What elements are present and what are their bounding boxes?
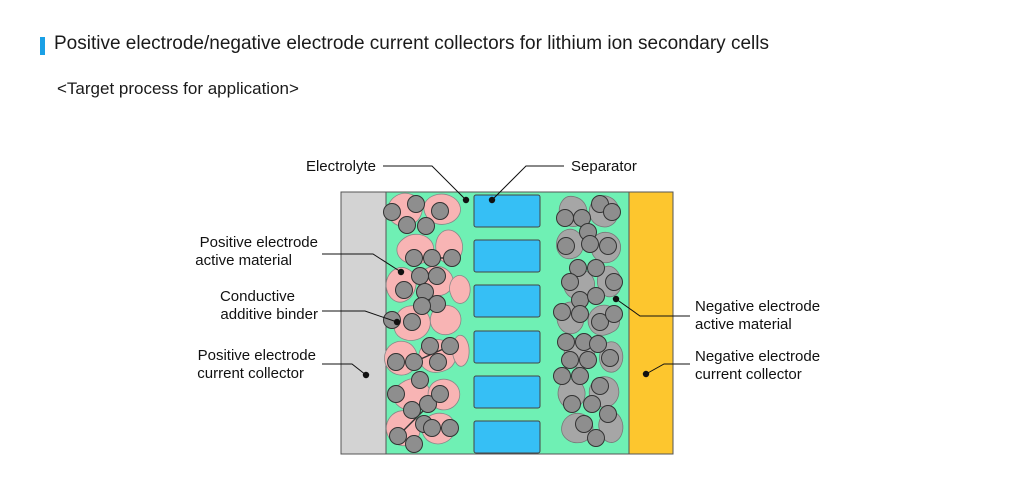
label-positive-active-2: active material	[195, 252, 292, 269]
label-conductive-1: Conductive	[220, 288, 295, 305]
conductive-particle	[587, 259, 605, 277]
separator-block	[473, 239, 541, 273]
conductive-particle	[431, 385, 449, 403]
leader-dots	[362, 196, 650, 379]
conductive-particle	[387, 385, 405, 403]
conductive-particle	[421, 337, 439, 355]
label-separator: Separator	[571, 158, 637, 175]
conductive-particle	[441, 419, 459, 437]
conductive-particle	[383, 203, 401, 221]
page-title: Positive electrode/negative electrode cu…	[54, 33, 769, 54]
conductive-particle	[429, 353, 447, 371]
conductive-particle	[428, 295, 446, 313]
conductive-particle	[405, 435, 423, 453]
conductive-particle	[553, 367, 571, 385]
conductive-particle	[443, 249, 461, 267]
conductive-particle	[603, 203, 621, 221]
conductive-particle	[571, 367, 589, 385]
title-accent-bar	[40, 37, 45, 55]
label-negative-active-1: Negative electrode	[695, 298, 820, 315]
conductive-particle	[599, 237, 617, 255]
conductive-particle	[599, 405, 617, 423]
positive-collector-dot	[362, 371, 370, 379]
label-electrolyte: Electrolyte	[306, 158, 376, 175]
conductive-particle	[411, 267, 429, 285]
conductive-leader	[322, 310, 398, 323]
conductive-particle	[387, 353, 405, 371]
conductive-particle	[389, 427, 407, 445]
conductive-particle	[403, 401, 421, 419]
negative-active-dot	[612, 295, 620, 303]
label-positive-active-1: Positive electrode	[200, 234, 318, 251]
leader-lines	[322, 165, 690, 376]
conductive-particle	[417, 217, 435, 235]
conductive-particle	[431, 202, 449, 220]
conductive-particle	[583, 395, 601, 413]
conductive-particle	[571, 305, 589, 323]
positive-collector-leader	[322, 363, 367, 376]
conductive-particle	[398, 216, 416, 234]
negative-collector-layer	[628, 191, 674, 455]
separator-block	[473, 194, 541, 228]
conductive-particle	[579, 351, 597, 369]
conductive-particle-group	[383, 195, 623, 453]
separator-block	[473, 330, 541, 364]
conductive-particle	[581, 235, 599, 253]
conductive-particle	[553, 303, 571, 321]
conductive-particle	[407, 195, 425, 213]
electrolyte-dot	[462, 196, 470, 204]
conductive-particle	[569, 259, 587, 277]
conductive-particle	[428, 267, 446, 285]
conductive-particle	[423, 249, 441, 267]
negative-active-leader	[615, 298, 690, 317]
conductive-particle	[587, 287, 605, 305]
conductive-particle	[563, 395, 581, 413]
conductive-particle	[441, 337, 459, 355]
conductive-particle	[591, 377, 609, 395]
separator-block	[473, 284, 541, 318]
conductive-particle	[557, 333, 575, 351]
separator-leader	[491, 165, 564, 201]
conductive-particle	[587, 429, 605, 447]
conductive-particle	[413, 297, 431, 315]
positive-active-particle	[449, 275, 471, 304]
label-negative-collector-2: current collector	[695, 366, 802, 383]
conductive-particle	[419, 395, 437, 413]
label-positive-collector-2: current collector	[197, 365, 304, 382]
conductive-particle	[411, 371, 429, 389]
label-positive-collector-1: Positive electrode	[198, 347, 316, 364]
conductive-particle	[556, 209, 574, 227]
page-subtitle: <Target process for application>	[57, 79, 299, 98]
conductive-particle	[405, 353, 423, 371]
label-negative-active-2: active material	[695, 316, 792, 333]
conductive-particle	[605, 305, 623, 323]
positive-collector-layer	[340, 191, 387, 455]
conductive-particle	[557, 237, 575, 255]
conductive-dot	[393, 318, 401, 326]
conductive-particle	[591, 313, 609, 331]
separator-group	[473, 194, 541, 454]
negative-collector-dot	[642, 370, 650, 378]
conductive-particle	[395, 281, 413, 299]
conductive-particle	[561, 273, 579, 291]
conductive-particle	[605, 273, 623, 291]
negative-collector-leader	[645, 363, 690, 375]
separator-block	[473, 375, 541, 409]
electrolyte-leader	[383, 165, 467, 201]
positive-active-leader	[322, 253, 402, 273]
separator-block	[473, 420, 541, 454]
conductive-particle	[575, 415, 593, 433]
label-negative-collector-1: Negative electrode	[695, 348, 820, 365]
positive-active-dot	[397, 268, 405, 276]
conductive-particle	[601, 349, 619, 367]
separator-dot	[488, 196, 496, 204]
conductive-particle	[561, 351, 579, 369]
conductive-particle	[423, 419, 441, 437]
conductive-particle	[403, 313, 421, 331]
conductive-particle	[405, 249, 423, 267]
conductive-particle	[589, 335, 607, 353]
label-conductive-2: additive binder	[220, 306, 318, 323]
